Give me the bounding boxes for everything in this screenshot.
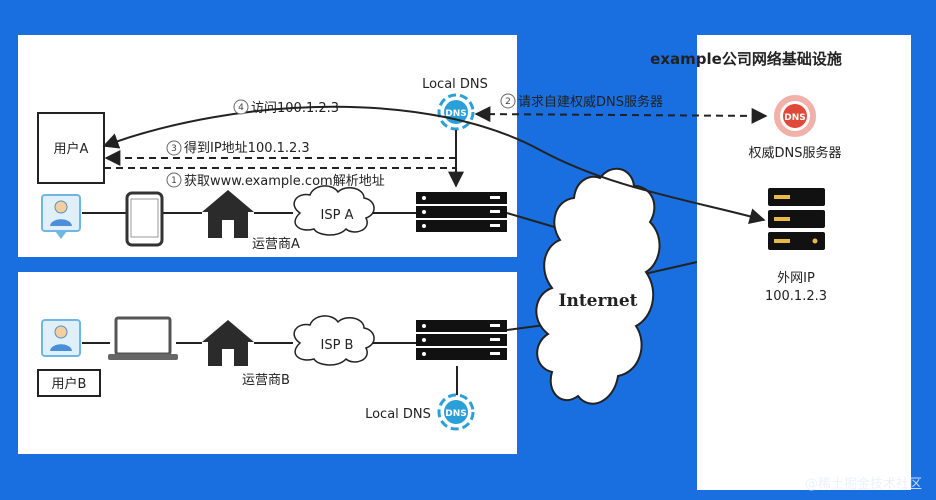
company-title: example公司网络基础设施 (650, 50, 842, 68)
auth-dns-badge-icon: DNS (774, 95, 816, 137)
step2-number: 2 (505, 97, 511, 107)
local-dns-b-label: Local DNS (365, 407, 431, 422)
user-a-label: 用户A (54, 141, 89, 157)
isp-a-label: ISP A (321, 208, 354, 223)
step2-arrow (474, 106, 768, 124)
network-b-panel (18, 272, 517, 454)
step1-text: 获取www.example.com解析地址 (184, 174, 385, 189)
smartphone-icon (125, 191, 164, 247)
dns-badge-text: DNS (445, 109, 467, 119)
step4-text: 访问100.1.2.3 (251, 101, 339, 116)
step1-number-badge (166, 172, 182, 188)
step4-number: 4 (238, 103, 244, 113)
carrier-b-label: 运营商B (242, 373, 290, 388)
flow-arrows (102, 105, 768, 224)
isp-b-label: ISP B (321, 338, 354, 353)
internet-label: Internet (559, 291, 638, 311)
step3-text: 得到IP地址100.1.2.3 (184, 140, 310, 156)
carrier-a-label: 运营商A (252, 237, 300, 252)
dns-server-a-icon (416, 192, 507, 232)
step2-number-badge (500, 93, 516, 109)
public-ip-label: 外网IP (777, 271, 815, 286)
carrier-b-house-icon (202, 320, 254, 366)
dns-badge-text: DNS (784, 113, 806, 123)
laptop-icon (108, 316, 178, 360)
user-b-box (37, 369, 101, 397)
access-ip-arrow (102, 105, 766, 224)
company-server-icon (768, 188, 825, 250)
local-dns-a-label: Local DNS (422, 77, 488, 92)
auth-dns-label: 权威DNS服务器 (749, 145, 842, 161)
public-ip-value: 100.1.2.3 (765, 289, 827, 304)
internet-cloud-icon (535, 167, 661, 405)
user-b-avatar-icon (41, 319, 81, 357)
user-b-label: 用户B (52, 376, 87, 392)
step3-number: 3 (171, 144, 177, 154)
isp-b-cloud-icon (293, 315, 375, 366)
step3-number-badge (166, 140, 182, 156)
watermark: @稀土掘金技术社区 (804, 477, 922, 492)
user-a-avatar-icon (41, 194, 81, 239)
local-dns-b-badge-icon: DNS (437, 393, 475, 431)
dns-server-b-icon (416, 320, 507, 360)
dns-badge-text: DNS (445, 409, 467, 419)
step1-number: 1 (171, 176, 177, 186)
step2-text: 请求自建权威DNS服务器 (518, 94, 663, 110)
local-dns-a-badge-icon: DNS (437, 93, 475, 131)
step4-number-badge (233, 99, 249, 115)
